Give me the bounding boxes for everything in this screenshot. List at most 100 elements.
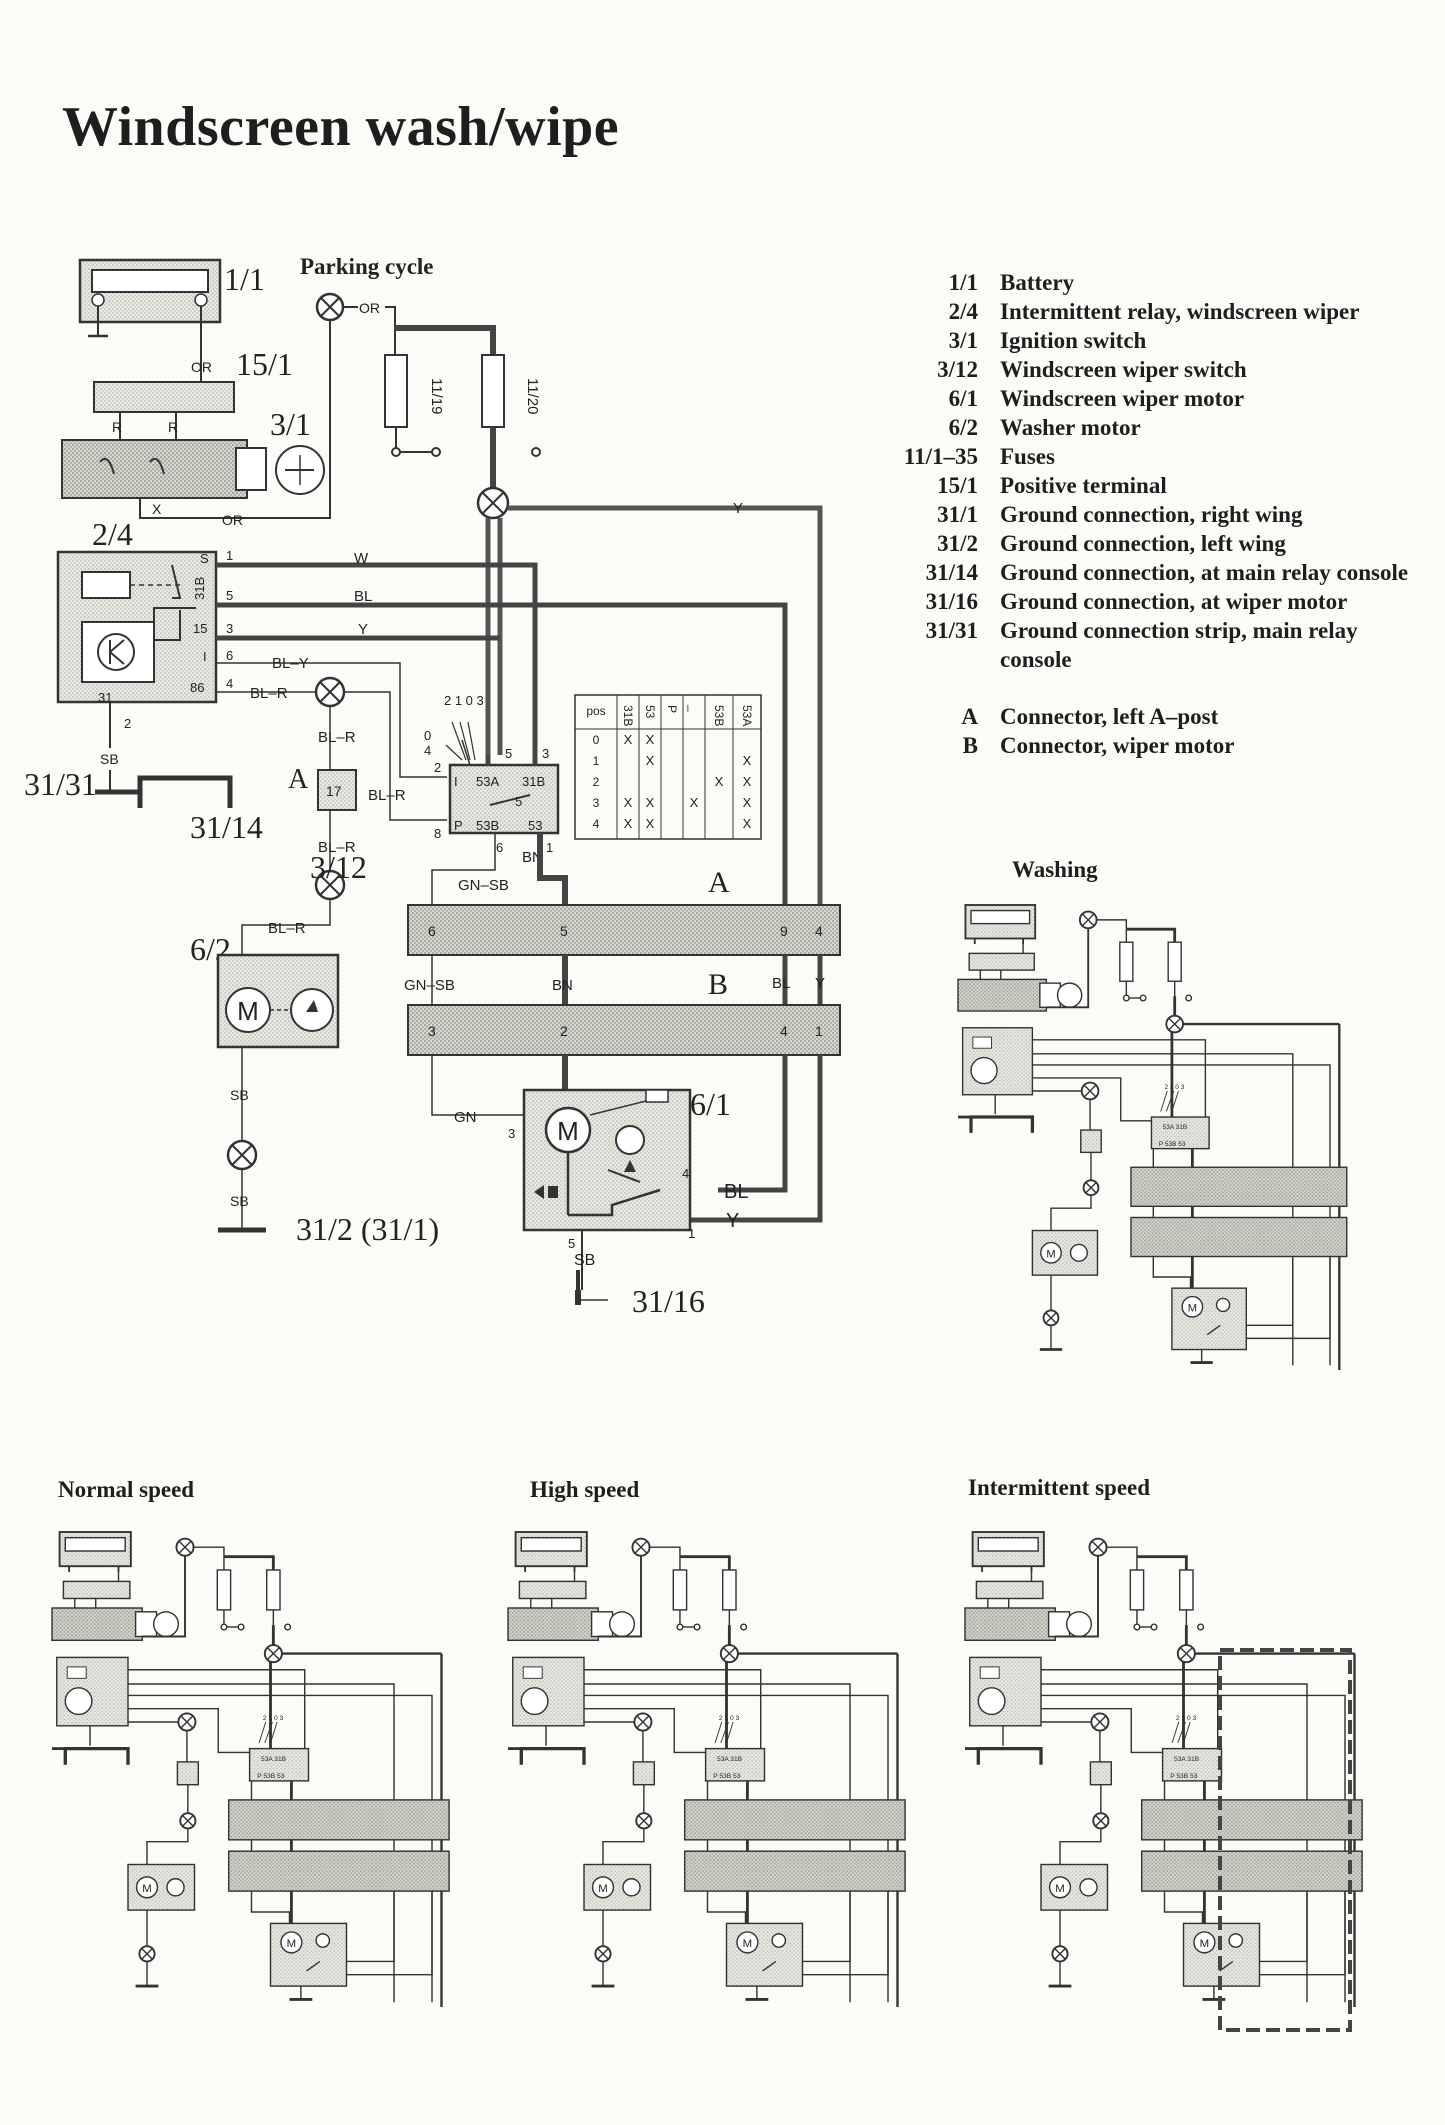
connector-a-label: A [708,866,730,899]
high-speed-caption: High speed [530,1477,640,1502]
table-pos-cell: 2 [593,775,600,789]
legend-description: Fuses [1000,444,1055,469]
motor-pin-1: 1 [688,1226,695,1241]
wire-bl-r-3: BL–R [318,729,356,746]
switch-53: 53 [528,818,542,833]
legend-description: Positive terminal [1000,473,1167,498]
table-pos-cell: 3 [593,796,600,810]
legend-code: 3/1 [948,328,978,353]
table-mark: X [743,774,752,789]
motor-pin-4: 4 [682,1166,689,1181]
legend-code: 15/1 [937,473,978,498]
wire-sb-1: SB [100,751,119,767]
table-mark: X [624,816,633,831]
wiper-switch-label: 3/12 [310,849,367,885]
pin-31: 31 [98,690,112,705]
table-mark: X [743,753,752,768]
pin-s: S [200,551,209,566]
relay-label: 2/4 [92,516,133,552]
table-mark: X [624,732,633,747]
wire-bl-r-2: BL–R [368,787,406,804]
ignition-switch [61,439,325,499]
pin-num-5: 5 [226,588,233,603]
legend-code: 31/16 [925,589,978,614]
wire-sb-3: SB [230,1193,249,1209]
wire-x: X [152,501,162,517]
positive-terminal-label: 15/1 [236,346,293,382]
table-mark: X [646,795,655,810]
legend-code: 31/14 [925,560,978,585]
table-mark: X [646,753,655,768]
pin-86: 86 [190,680,204,695]
conn-b-pin-4: 4 [780,1023,788,1039]
wire-y-top: Y [733,500,743,517]
legend-code: 31/31 [925,618,978,643]
legend-code: 31/1 [937,502,978,527]
washer-motor-m: M [237,996,259,1026]
connector-legend-description: Connector, left A–post [1000,704,1219,729]
wire-bl-y: BL–Y [272,655,309,672]
wire-bl-r-4: BL–R [318,839,356,856]
table-mark: X [646,816,655,831]
battery [78,258,222,382]
legend-description: Battery [1000,270,1075,295]
wire-gn: GN [454,1109,477,1126]
table-mark: X [690,795,699,810]
intermittent-speed-diagram [963,1530,1364,2009]
table-header: P [665,705,679,713]
switch-3: 3 [542,746,549,761]
pin-i: I [203,649,207,664]
fuse-1-label: 11/19 [428,378,445,414]
pin-num-2: 2 [124,716,131,731]
switch-p: P [454,818,463,833]
battery-label: 1/1 [224,261,265,297]
table-mark: X [743,816,752,831]
wire-bl-3: BL [724,1181,748,1203]
connector-a-ref: A [288,764,309,795]
positive-terminal [93,381,235,413]
wiper-motor-m: M [557,1116,579,1146]
washing-diagram [956,903,1349,1372]
legend-description: Ground connection, right wing [1000,502,1303,527]
ground-relay-label: 31/14 [190,809,263,845]
pin-15: 15 [193,621,207,636]
switch-53a: 53A [476,774,499,789]
switch-5-inner: 5 [515,794,522,809]
table-header: pos [586,704,605,718]
conn-b-pin-3: 3 [428,1023,436,1039]
wire-y: Y [358,621,368,638]
connector-legend-code: B [962,733,978,758]
wire-sb-4: SB [574,1252,595,1269]
wiper-switch [445,721,560,835]
wire-or-3: OR [222,512,243,528]
motor-pin-3: 3 [508,1126,515,1141]
table-pos-cell: 4 [593,817,600,831]
washing-caption: Washing [1012,857,1098,882]
normal-speed-diagram [50,1530,451,2009]
conn-b-pin-1: 1 [815,1023,823,1039]
high-speed-diagram [506,1530,907,2009]
relay-box-number: 17 [326,783,342,799]
connector-legend-code: A [961,704,978,729]
fuse-11-19 [384,354,408,428]
intermittent-path-highlight [1218,1648,1352,2032]
connector-legend-description: Connector, wiper motor [1000,733,1235,758]
fuse-11-20 [481,354,505,428]
page-title: Windscreen wash/wipe [62,96,620,158]
legend-code: 1/1 [948,270,978,295]
fuse-2-label: 11/20 [524,378,541,414]
connector-legend-row: A Connector, left A–post [840,702,1420,731]
connector-box-17 [317,769,357,811]
table-mark: X [646,732,655,747]
table-header: 53B [712,705,726,726]
